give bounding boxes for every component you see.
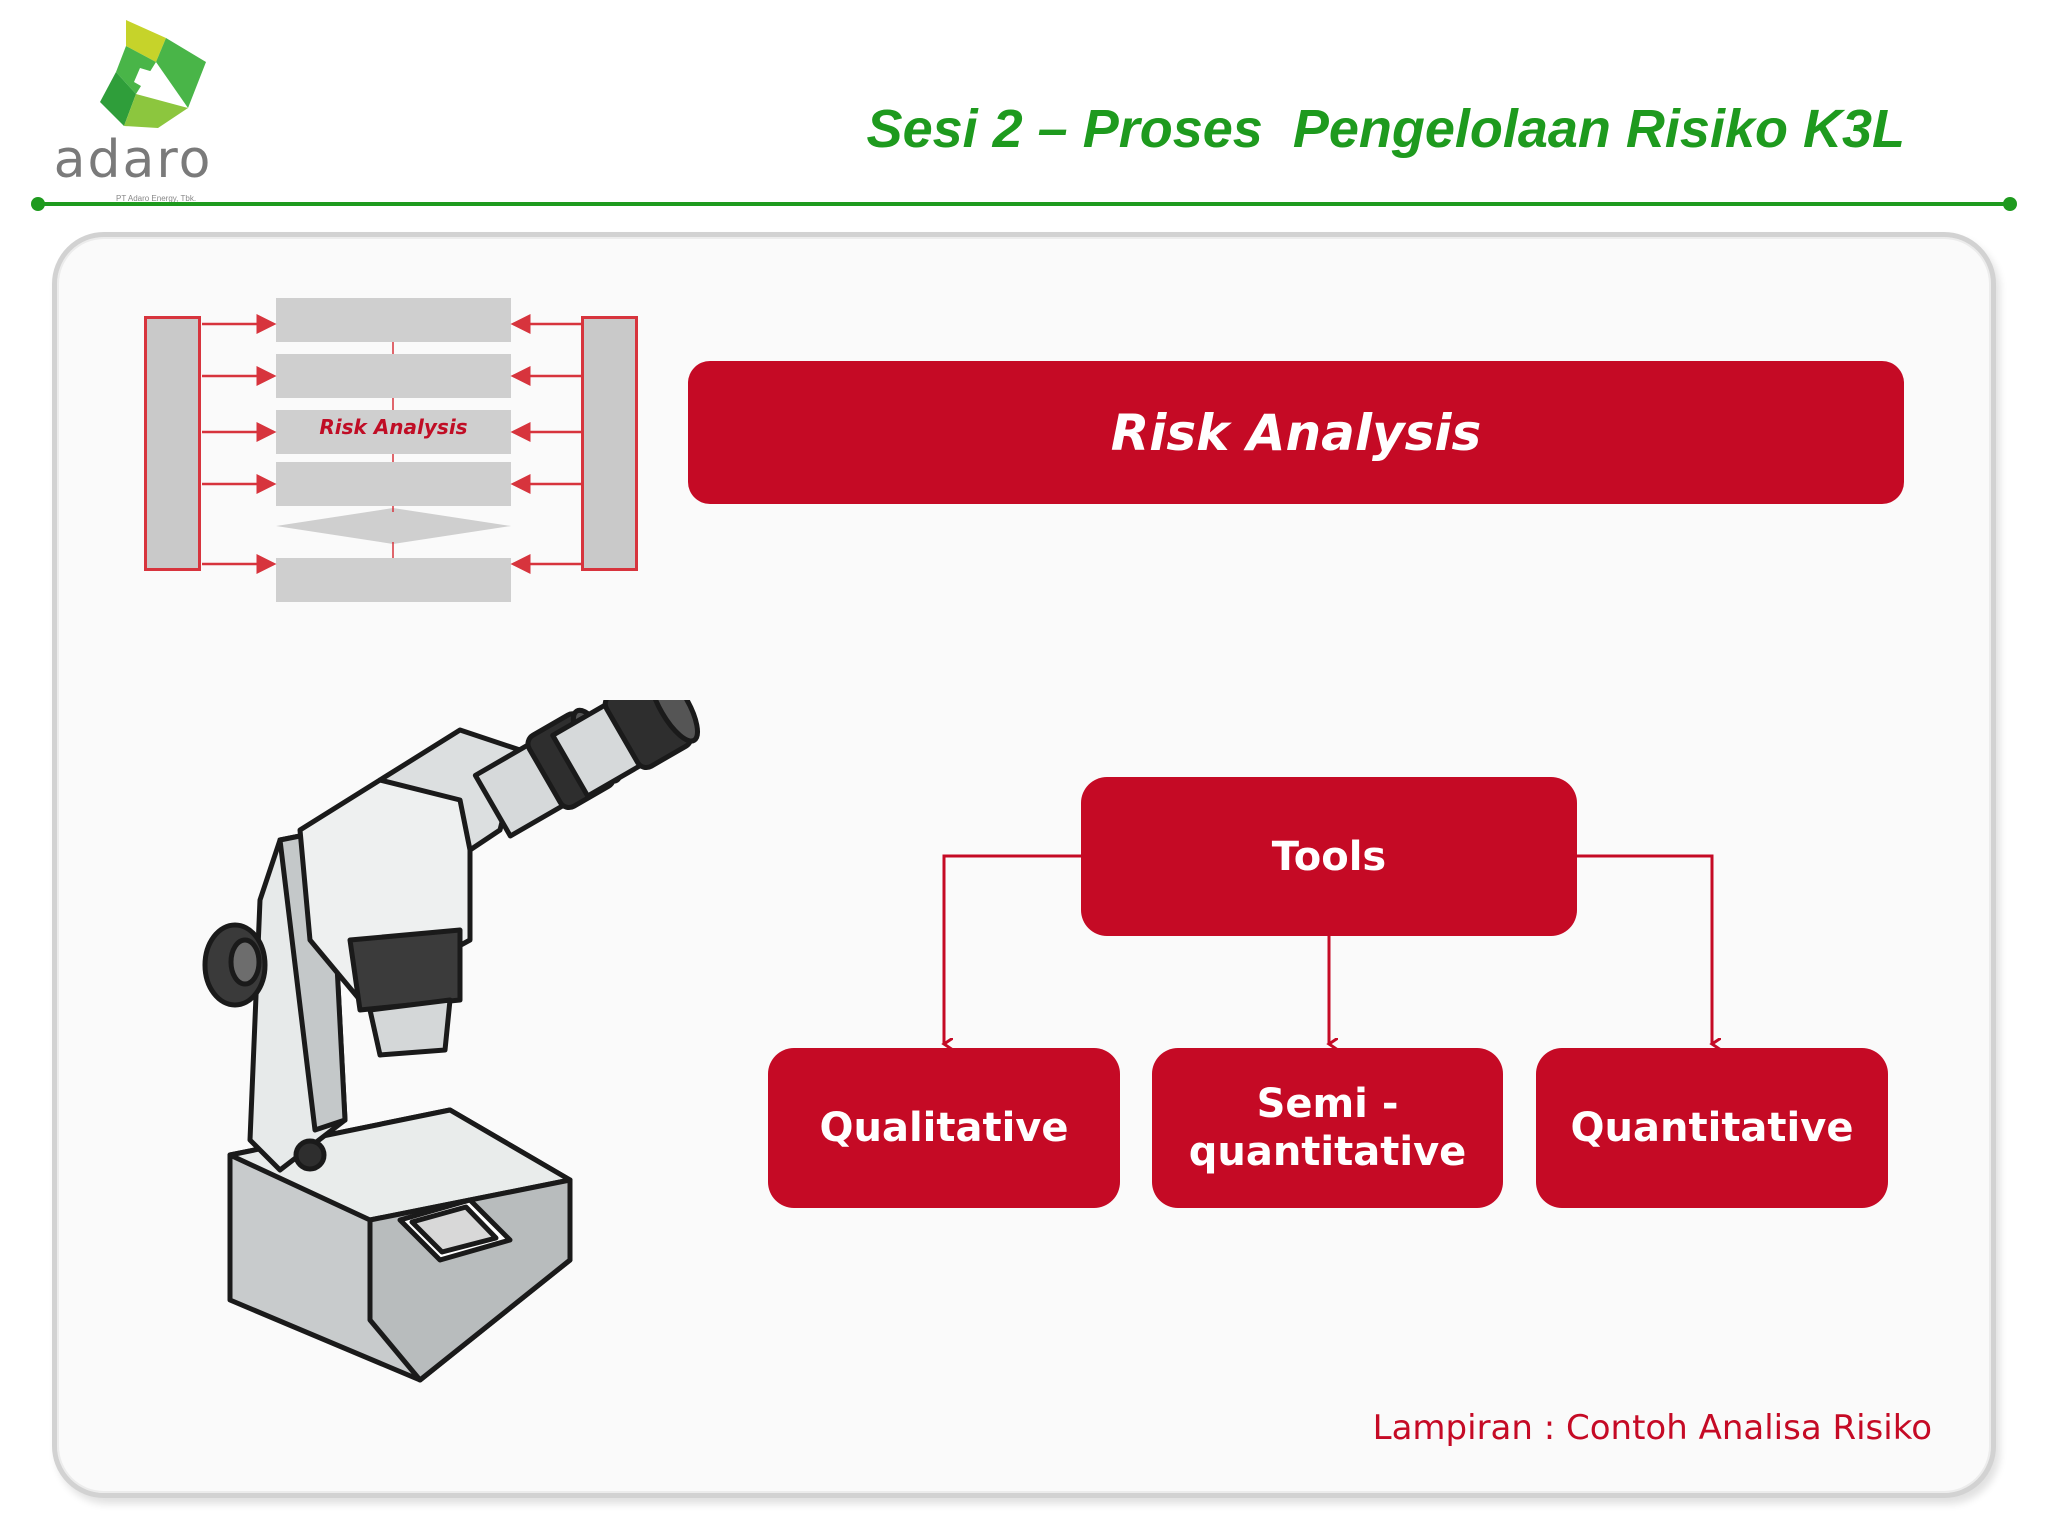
logo-wordmark: adaro [53, 130, 213, 190]
semi-quantitative-node-label: Semi - quantitative [1188, 1081, 1467, 1175]
monitoring-column [581, 316, 638, 571]
header-divider [31, 197, 2017, 211]
communication-column [144, 316, 201, 571]
logo-tagline: PT Adaro Energy, Tbk. [116, 194, 197, 203]
semi-quantitative-node: Semi - quantitative [1152, 1048, 1503, 1208]
process-step-decision [276, 508, 511, 544]
process-step-identify [276, 354, 511, 398]
microscope-icon [202, 700, 700, 1383]
process-step-treat [276, 558, 511, 602]
process-diagram-thumbnail: Risk Analysis [140, 294, 645, 606]
process-step-evaluate [276, 462, 511, 506]
risk-analysis-banner: Risk Analysis [688, 361, 1904, 504]
quantitative-node: Quantitative [1536, 1048, 1888, 1208]
tools-node-label: Tools [1271, 833, 1387, 880]
process-step-analyse [276, 410, 511, 454]
risk-analysis-banner-label: Risk Analysis [1110, 403, 1482, 462]
qualitative-node-label: Qualitative [819, 1105, 1069, 1151]
quantitative-node-label: Quantitative [1570, 1105, 1854, 1151]
qualitative-node: Qualitative [768, 1048, 1120, 1208]
mini-diagram-highlight-label: Risk Analysis [319, 415, 468, 439]
footer-note: Lampiran : Contoh Analisa Risiko [1372, 1408, 1932, 1448]
slide-title: Sesi 2 – Proses Pengelolaan Risiko K3L [866, 99, 1905, 159]
process-step-context [276, 298, 511, 342]
tools-node: Tools [1081, 777, 1577, 936]
adaro-logo: adaro PT Adaro Energy, Tbk. [48, 16, 218, 203]
adaro-logo-mark [100, 20, 206, 128]
mini-diagram-arrows [202, 314, 581, 574]
